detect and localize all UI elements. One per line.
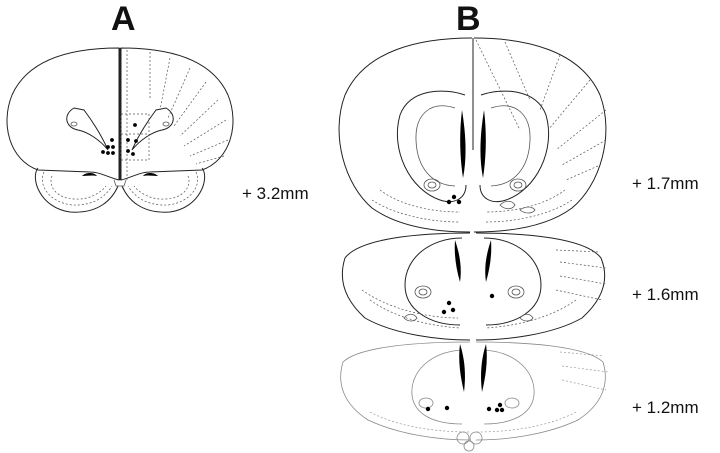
section-b2-brain-outline: [341, 232, 607, 341]
section-b3-brain-outline: [340, 341, 609, 452]
section-b1-coordinate-label: + 1.7mm: [632, 174, 699, 193]
section-b2-injection-dots: [441, 293, 495, 315]
panel-a-letter: A: [111, 0, 136, 38]
section-b1-injection-dots: [446, 194, 462, 205]
panel-b-letter: B: [456, 0, 481, 38]
section-b2-coordinate-label: + 1.6mm: [632, 285, 699, 304]
section-a-brain-outline: [6, 47, 234, 213]
section-a-injection-dots: [101, 123, 138, 156]
section-b1-brain-outline: [338, 37, 607, 233]
section-b3-injection-dots: [425, 402, 505, 413]
section-b3-coordinate-label: + 1.2mm: [632, 398, 699, 417]
panel-a-coordinate-label: + 3.2mm: [242, 184, 309, 203]
